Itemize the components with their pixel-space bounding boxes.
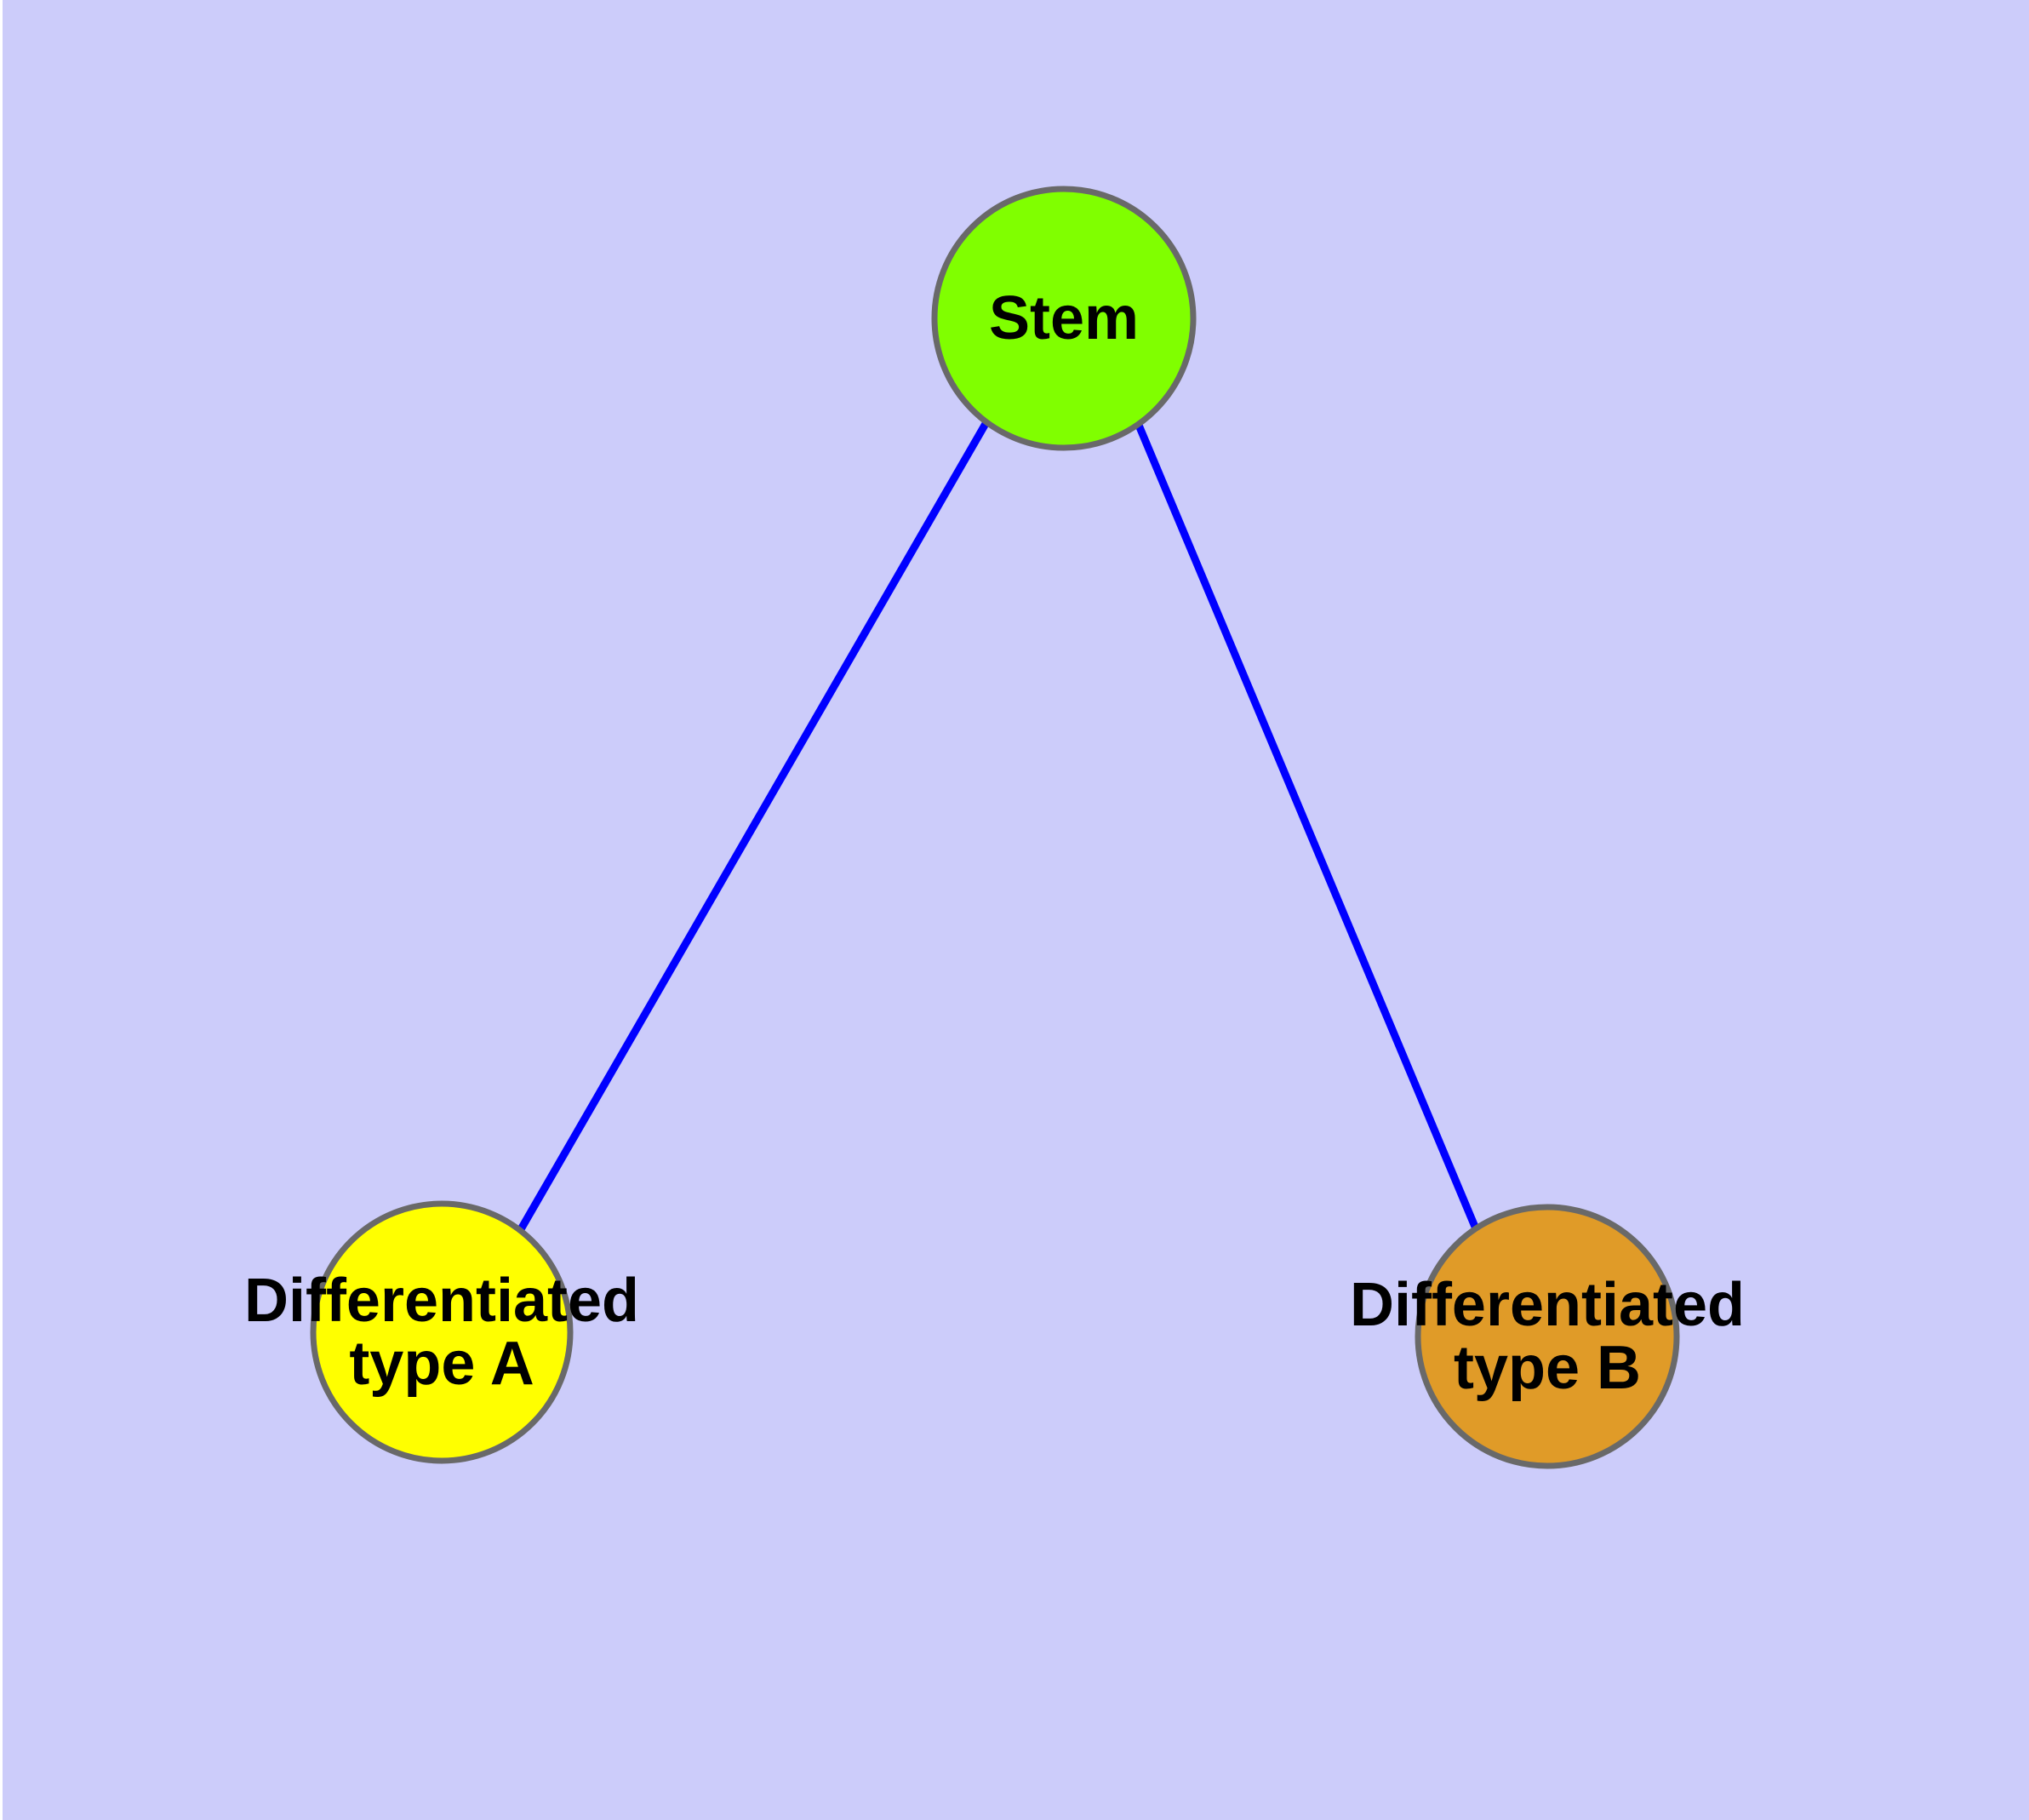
left-margin-strip	[0, 0, 3, 1820]
edge-stem-to-differentiated-type-b[interactable]	[1134, 421, 1479, 1228]
node-stem[interactable]	[931, 186, 1197, 451]
node-layer	[310, 186, 1680, 1469]
node-differentiated-type-b[interactable]	[1415, 1204, 1680, 1469]
edge-stem-to-differentiated-type-a[interactable]	[514, 420, 990, 1238]
node-differentiated-type-a[interactable]	[310, 1200, 574, 1464]
edge-layer	[514, 420, 1479, 1238]
